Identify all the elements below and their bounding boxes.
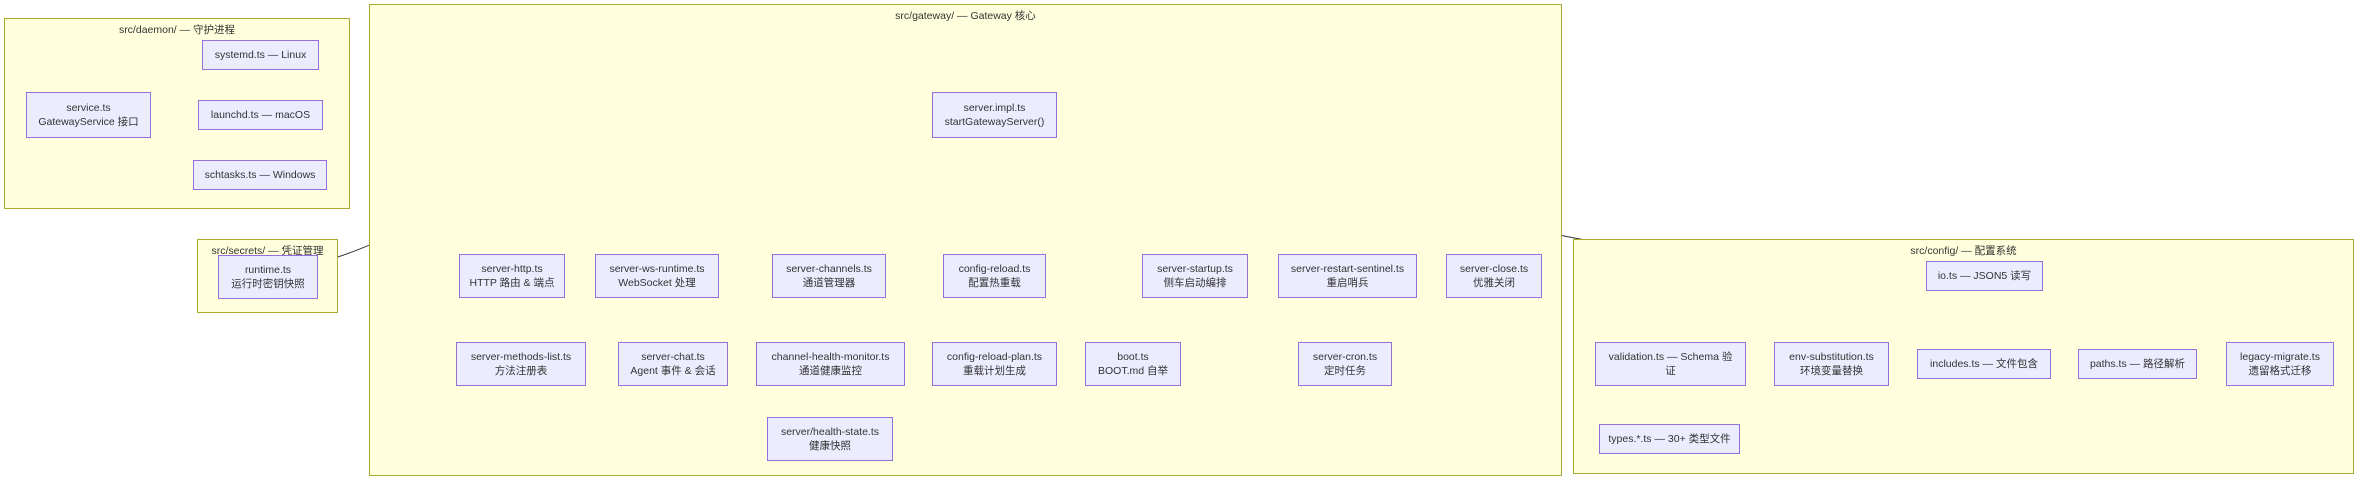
node-ws-line-1: server-ws-runtime.ts (609, 263, 705, 275)
node-includes-line-1: includes.ts — 文件包含 (1930, 358, 2038, 370)
node-startup[interactable]: server-startup.ts 侧车启动编排 (1142, 254, 1248, 298)
node-impl-line-1: server.impl.ts (963, 102, 1026, 114)
node-sentinel[interactable]: server-restart-sentinel.ts 重启哨兵 (1278, 254, 1417, 298)
node-http[interactable]: server-http.ts HTTP 路由 & 端点 (459, 254, 565, 298)
node-envsub-line-2: 环境变量替换 (1800, 365, 1863, 377)
node-plan-line-2: 重载计划生成 (963, 365, 1026, 377)
node-types-line-1: types.*.ts — 30+ 类型文件 (1608, 433, 1731, 445)
node-methods[interactable]: server-methods-list.ts 方法注册表 (456, 342, 586, 386)
node-monitor[interactable]: channel-health-monitor.ts 通道健康监控 (756, 342, 905, 386)
node-envsub-line-1: env-substitution.ts (1789, 351, 1874, 363)
node-paths-line-1: paths.ts — 路径解析 (2089, 358, 2186, 370)
node-chat-line-2: Agent 事件 & 会话 (630, 365, 716, 377)
node-methods-line-1: server-methods-list.ts (470, 351, 572, 363)
node-runtime[interactable]: runtime.ts 运行时密钥快照 (218, 255, 318, 299)
node-plan[interactable]: config-reload-plan.ts 重载计划生成 (932, 342, 1057, 386)
node-boot-line-1: boot.ts (1117, 351, 1149, 363)
node-sentinel-line-1: server-restart-sentinel.ts (1290, 263, 1405, 275)
node-systemd[interactable]: systemd.ts — Linux (202, 40, 319, 70)
node-impl-line-2: startGatewayServer() (944, 116, 1045, 128)
node-impl[interactable]: server.impl.ts startGatewayServer() (932, 92, 1057, 138)
node-chat[interactable]: server-chat.ts Agent 事件 & 会话 (618, 342, 728, 386)
node-validation[interactable]: validation.ts — Schema 验 证 (1595, 342, 1746, 386)
node-health-line-2: 健康快照 (809, 440, 851, 452)
node-channels-line-2: 通道管理器 (802, 277, 856, 289)
node-channels[interactable]: server-channels.ts 通道管理器 (772, 254, 886, 298)
node-close-line-1: server-close.ts (1459, 263, 1529, 275)
node-boot-line-2: BOOT.md 自举 (1097, 365, 1168, 377)
node-channels-line-1: server-channels.ts (786, 263, 872, 275)
node-schtasks-line-1: schtasks.ts — Windows (204, 169, 316, 181)
node-legacy[interactable]: legacy-migrate.ts 遗留格式迁移 (2226, 342, 2334, 386)
node-http-line-1: server-http.ts (481, 263, 543, 275)
node-monitor-line-2: 通道健康监控 (799, 365, 862, 377)
node-reload[interactable]: config-reload.ts 配置热重载 (943, 254, 1046, 298)
node-legacy-line-2: 遗留格式迁移 (2248, 365, 2312, 377)
node-plan-line-1: config-reload-plan.ts (946, 351, 1043, 363)
node-boot[interactable]: boot.ts BOOT.md 自举 (1085, 342, 1181, 386)
node-health-line-1: server/health-state.ts (780, 426, 880, 438)
node-reload-line-1: config-reload.ts (958, 263, 1031, 275)
node-service-line-1: service.ts (66, 102, 111, 114)
node-cron[interactable]: server-cron.ts 定时任务 (1298, 342, 1392, 386)
node-includes[interactable]: includes.ts — 文件包含 (1917, 349, 2051, 379)
node-ws[interactable]: server-ws-runtime.ts WebSocket 处理 (595, 254, 719, 298)
node-runtime-line-2: 运行时密钥快照 (231, 278, 305, 290)
node-envsub[interactable]: env-substitution.ts 环境变量替换 (1774, 342, 1889, 386)
node-close[interactable]: server-close.ts 优雅关闭 (1446, 254, 1542, 298)
cluster-gateway-title: src/gateway/ — Gateway 核心 (895, 10, 1036, 22)
node-monitor-line-1: channel-health-monitor.ts (771, 351, 890, 363)
node-sentinel-line-2: 重启哨兵 (1326, 277, 1369, 289)
node-reload-line-2: 配置热重载 (968, 277, 1021, 289)
node-runtime-line-1: runtime.ts (244, 264, 292, 276)
node-launchd[interactable]: launchd.ts — macOS (198, 100, 323, 130)
node-paths[interactable]: paths.ts — 路径解析 (2078, 349, 2197, 379)
cluster-gateway: src/gateway/ — Gateway 核心 (369, 4, 1562, 476)
node-methods-line-2: 方法注册表 (494, 365, 548, 377)
node-service-line-2: GatewayService 接口 (38, 116, 139, 128)
node-validation-line-2: 证 (1665, 365, 1676, 377)
node-startup-line-1: server-startup.ts (1157, 263, 1233, 275)
cluster-secrets-title: src/secrets/ — 凭证管理 (211, 245, 324, 257)
node-health[interactable]: server/health-state.ts 健康快照 (767, 417, 893, 461)
node-io[interactable]: io.ts — JSON5 读写 (1926, 261, 2043, 291)
node-http-line-2: HTTP 路由 & 端点 (469, 277, 555, 289)
node-legacy-line-1: legacy-migrate.ts (2240, 351, 2320, 363)
cluster-config-title: src/config/ — 配置系统 (1910, 245, 2017, 257)
node-schtasks[interactable]: schtasks.ts — Windows (193, 160, 327, 190)
node-service[interactable]: service.ts GatewayService 接口 (26, 92, 151, 138)
node-systemd-line-1: systemd.ts — Linux (214, 49, 307, 61)
node-chat-line-1: server-chat.ts (641, 351, 705, 363)
node-launchd-line-1: launchd.ts — macOS (210, 109, 311, 121)
node-cron-line-2: 定时任务 (1324, 365, 1366, 377)
cluster-daemon-title: src/daemon/ — 守护进程 (118, 24, 236, 36)
node-ws-line-2: WebSocket 处理 (618, 277, 696, 289)
node-cron-line-1: server-cron.ts (1312, 351, 1378, 363)
node-startup-line-2: 侧车启动编排 (1163, 277, 1227, 289)
node-io-line-1: io.ts — JSON5 读写 (1937, 270, 2032, 282)
node-validation-line-1: validation.ts — Schema 验 (1608, 351, 1733, 363)
node-close-line-2: 优雅关闭 (1473, 277, 1515, 289)
node-types[interactable]: types.*.ts — 30+ 类型文件 (1599, 424, 1740, 454)
